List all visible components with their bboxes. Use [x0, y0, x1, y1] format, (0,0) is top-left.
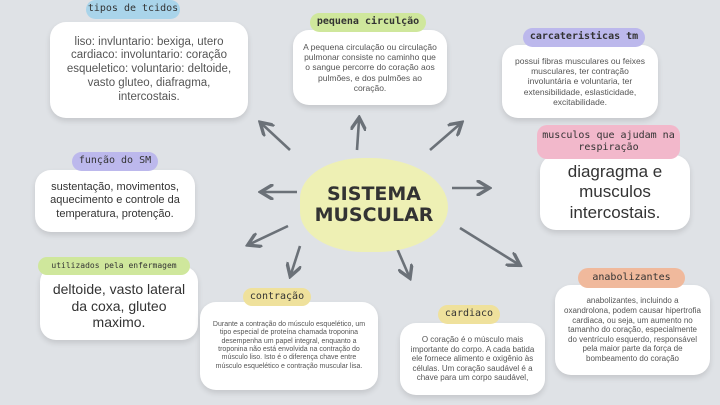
arrow-contracao — [291, 245, 300, 274]
contracao-card: Durante a contração do músculo esqueléti… — [200, 302, 378, 390]
contracao-label: contração — [243, 288, 311, 306]
pequena-card: A pequena circulação ou circulação pulmo… — [293, 30, 447, 105]
tipos-card: liso: invluntario: bexiga, utero cardiac… — [50, 22, 248, 118]
enfermagem-card: deltoide, vasto lateral da coxa, gluteo … — [40, 266, 198, 340]
respiracao-card: diagragma e musculos intercostais. — [540, 155, 690, 230]
caracteristicas-label: carcateristicas tm — [523, 28, 645, 47]
funcao-card: sustentação, movimentos, aquecimento e c… — [35, 170, 195, 232]
arrow-caracteristicas — [429, 124, 460, 151]
arrow-enfermagem — [250, 224, 289, 244]
anabolizantes-label: anabolizantes — [578, 268, 685, 288]
arrow-anabolizantes — [459, 226, 518, 264]
respiracao-label: musculos que ajudam na respiração — [537, 125, 680, 159]
caracteristicas-card: possui fibras musculares ou feixes muscu… — [502, 45, 658, 118]
arrow-tipos — [262, 124, 291, 151]
cardiaco-label: cardiaco — [438, 305, 500, 324]
pequena-label: pequena circulção — [310, 13, 426, 32]
anabolizantes-card: anabolizantes, incluindo a oxandrolona, … — [555, 285, 710, 375]
center-line-1: SISTEMA — [327, 183, 421, 206]
arrow-pequena — [357, 120, 359, 151]
center-line-2: MUSCULAR — [314, 204, 434, 226]
tipos-label: tipos de tcidos — [86, 0, 180, 19]
arrow-cardiaco — [394, 245, 409, 276]
enfermagem-label: utilizados pela enfermagem — [38, 257, 190, 275]
cardiaco-card: O coração é o músculo mais importante do… — [400, 323, 545, 395]
funcao-label: função do SM — [72, 152, 158, 171]
